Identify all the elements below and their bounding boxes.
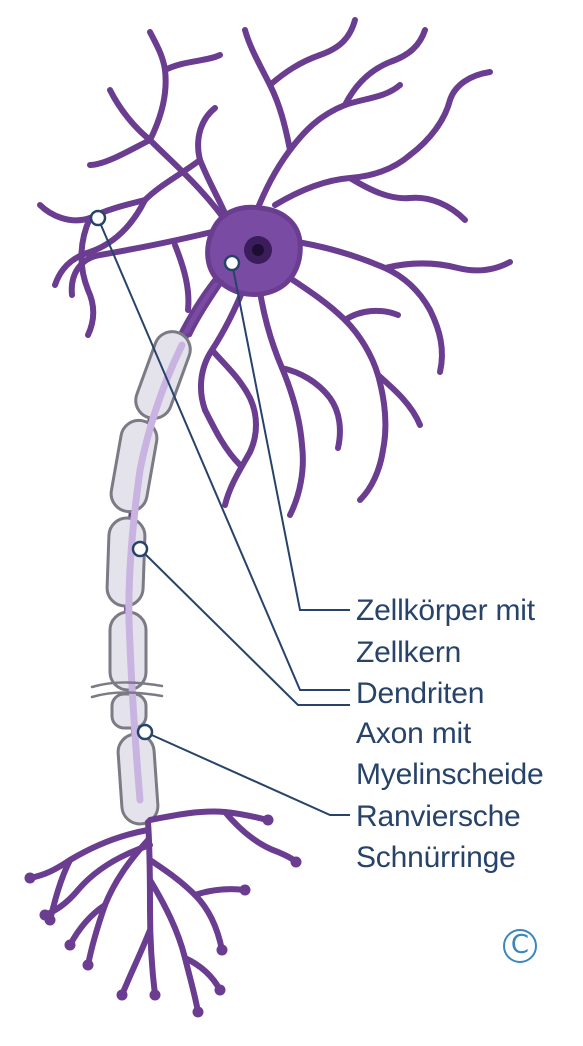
label-nodes-line2: Schnürringe [356, 841, 516, 875]
copyright-icon: C [503, 929, 537, 963]
marker-cell-body [225, 256, 239, 270]
marker-dendrites [91, 211, 105, 225]
label-nodes-line1: Ranviersche [356, 800, 521, 834]
label-cell-body-line1: Zellkörper mit [356, 594, 535, 628]
leader-cell-body [232, 263, 350, 610]
label-axon-line2: Myelinscheide [356, 758, 544, 792]
leader-axon [140, 549, 350, 705]
marker-nodes [138, 725, 152, 739]
label-axon-line1: Axon mit [356, 717, 471, 751]
myelin-sheath [106, 327, 195, 826]
label-dendrites: Dendriten [356, 677, 484, 711]
label-cell-body-line2: Zellkern [356, 636, 461, 670]
marker-axon [133, 542, 147, 556]
axon-terminals [30, 812, 296, 1012]
leader-nodes [145, 732, 350, 815]
